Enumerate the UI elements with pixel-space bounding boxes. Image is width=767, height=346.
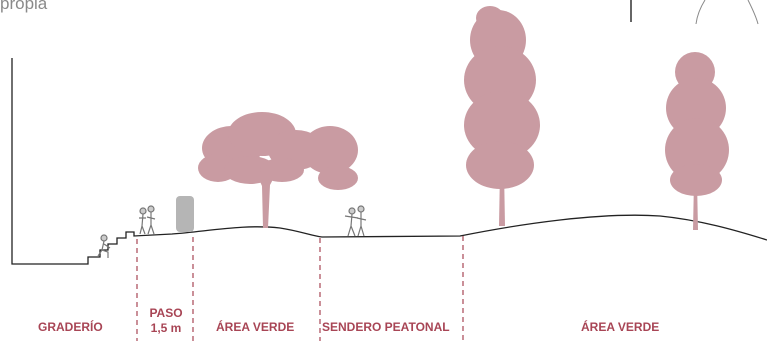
source-caption: propia — [0, 0, 48, 13]
tree-tall-2 — [665, 52, 729, 230]
gray-block — [176, 196, 194, 232]
corner-sketch — [630, 0, 759, 25]
zone-label-paso: PASO 1,5 m — [143, 306, 189, 336]
tree-spreading-1 — [198, 112, 358, 228]
zone-label-sendero: SENDERO PEATONAL — [322, 320, 450, 334]
zone-label-area-verde-1: ÁREA VERDE — [216, 320, 295, 334]
tree-tall-1 — [464, 6, 540, 226]
people-pair-left — [139, 205, 156, 235]
people-pair-path — [344, 205, 367, 237]
zone-label-paso-line1: PASO — [149, 306, 183, 320]
zone-label-area-verde-2: ÁREA VERDE — [581, 320, 660, 334]
zone-dividers — [136, 236, 464, 341]
ground-profile — [11, 58, 767, 265]
zone-label-graderio: GRADERÍO — [38, 320, 103, 334]
zone-label-paso-line2: 1,5 m — [150, 321, 182, 335]
person-sitting — [97, 234, 111, 258]
